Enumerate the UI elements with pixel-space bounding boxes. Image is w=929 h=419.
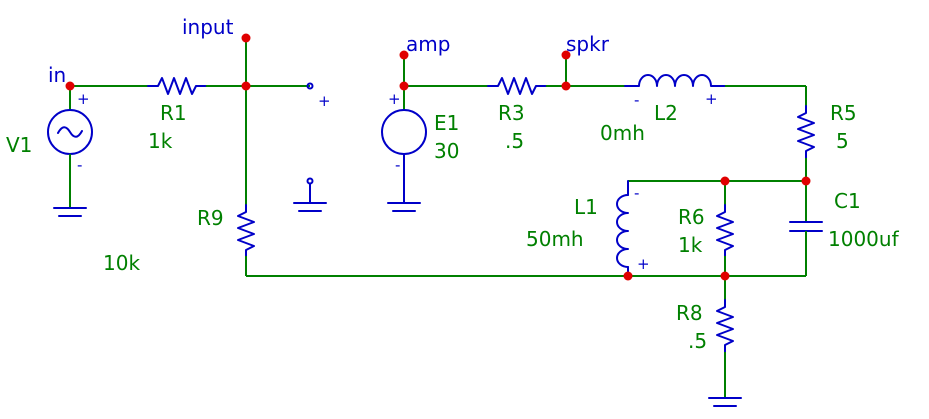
value-r8: .5 <box>688 329 707 353</box>
ref-l1: L1 <box>574 195 598 219</box>
node-dot[interactable] <box>801 176 811 186</box>
node-dot[interactable] <box>561 50 571 60</box>
node-dot[interactable] <box>720 271 730 281</box>
resistor-r9-symbol[interactable] <box>237 204 255 257</box>
value-e1: 30 <box>434 139 459 163</box>
net-label-input: input <box>182 15 234 39</box>
ref-e1: E1 <box>434 111 459 135</box>
value-l2: 0mh <box>600 121 645 145</box>
node-dot[interactable] <box>561 81 571 91</box>
value-r5: 5 <box>836 129 849 153</box>
resistor-r5-symbol[interactable] <box>797 105 815 159</box>
node-dot[interactable] <box>399 81 409 91</box>
capacitor-c1-symbol[interactable] <box>789 221 823 232</box>
polarity-minus: - <box>77 156 82 174</box>
ground-symbol <box>293 202 327 212</box>
polarity-plus: + <box>705 90 718 108</box>
inductor-l2-symbol[interactable] <box>624 74 726 87</box>
resistor-r1-symbol[interactable] <box>147 77 207 95</box>
resistor-r6-symbol[interactable] <box>716 204 734 257</box>
resistor-r8-symbol[interactable] <box>716 299 734 353</box>
ground-symbol <box>387 202 421 212</box>
open-terminal[interactable] <box>306 82 314 90</box>
voltage-source-v1[interactable]: + - <box>47 86 93 217</box>
ref-l2: L2 <box>654 101 678 125</box>
polarity-plus: + <box>77 90 90 108</box>
net-label-in: in <box>48 63 66 87</box>
value-r1: 1k <box>148 129 173 153</box>
node-dot[interactable] <box>65 81 75 91</box>
polarity-plus: + <box>388 90 401 108</box>
open-terminal[interactable] <box>306 177 314 185</box>
ref-r6: R6 <box>678 205 705 229</box>
sine-wave-icon <box>57 126 83 138</box>
net-label-spkr: spkr <box>566 32 610 56</box>
ref-r5: R5 <box>830 101 857 125</box>
node-dot[interactable] <box>720 176 730 186</box>
node-dot[interactable] <box>241 81 251 91</box>
value-l1: 50mh <box>526 227 584 251</box>
node-dot[interactable] <box>623 271 633 281</box>
value-c1: 1000uf <box>828 227 900 251</box>
value-r6: 1k <box>678 233 703 257</box>
polarity-minus: - <box>634 91 639 109</box>
net-label-amp: amp <box>406 32 450 56</box>
controlled-source-e1[interactable] <box>381 109 427 155</box>
ref-r9: R9 <box>197 206 224 230</box>
ref-r8: R8 <box>676 301 703 325</box>
polarity-minus: - <box>634 184 639 202</box>
polarity-plus: + <box>637 255 650 273</box>
resistor-r3-symbol[interactable] <box>487 77 547 95</box>
ref-r1: R1 <box>160 101 187 125</box>
ground-symbol <box>708 397 742 407</box>
ref-r3: R3 <box>498 101 525 125</box>
polarity-minus: - <box>395 156 400 174</box>
polarity-plus: + <box>318 92 331 110</box>
inductor-l1-symbol[interactable] <box>616 194 629 268</box>
ref-v1: V1 <box>6 133 32 157</box>
ref-c1: C1 <box>834 189 861 213</box>
value-r9: 10k <box>103 251 140 275</box>
node-dot[interactable] <box>241 33 251 43</box>
value-r3: .5 <box>505 129 524 153</box>
ground-symbol <box>53 207 87 217</box>
node-dot[interactable] <box>399 50 409 60</box>
